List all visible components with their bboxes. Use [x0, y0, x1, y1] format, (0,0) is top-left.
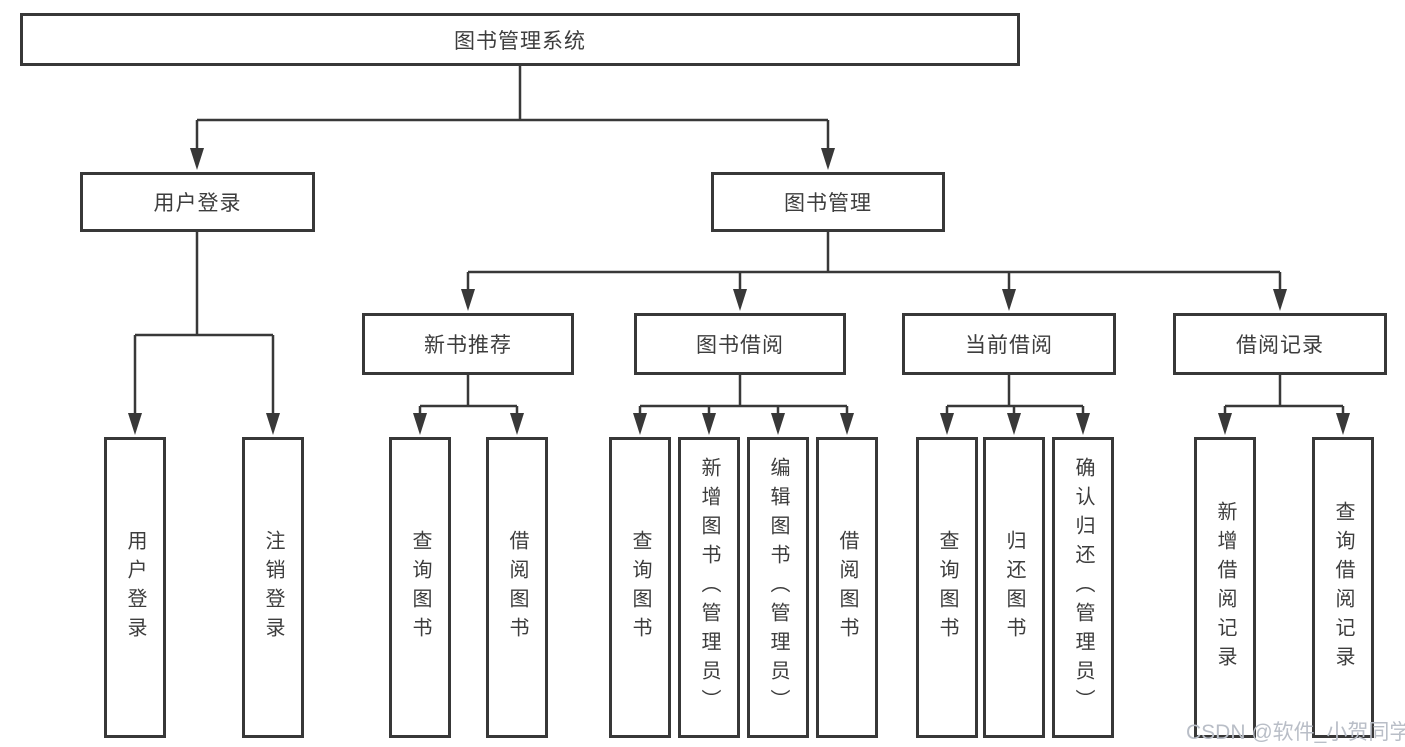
leaf-user-login: 用户登录: [104, 437, 166, 738]
node-book-borrow-label: 图书借阅: [696, 334, 784, 357]
leaf-query-borrow-record: 查询借阅记录: [1312, 437, 1374, 738]
leaf-borrow-books: 借阅图书: [816, 437, 878, 738]
connector-bookmgmt-to-level3: [461, 232, 1287, 311]
leaf-query-books-recommend: 查询图书: [389, 437, 451, 738]
node-new-book-recommend-label: 新书推荐: [424, 334, 512, 357]
leaf-add-borrow-record-label: 新增借阅记录: [1214, 500, 1236, 675]
connector-borrow-to-leaves: [633, 375, 854, 435]
leaf-logout-label: 注销登录: [262, 529, 284, 646]
leaf-confirm-return-admin-label: 确认归还（管理员）: [1072, 457, 1094, 718]
leaf-edit-books-admin-label: 编辑图书（管理员）: [767, 457, 789, 718]
node-book-management-label: 图书管理: [784, 192, 872, 215]
leaf-borrow-books-recommend: 借阅图书: [486, 437, 548, 738]
leaf-borrow-books-recommend-label: 借阅图书: [506, 529, 528, 646]
leaf-query-books-borrow-label: 查询图书: [629, 529, 651, 646]
node-book-management: 图书管理: [711, 172, 945, 232]
connector-root-to-level2: [190, 66, 835, 170]
leaf-add-books-admin: 新增图书（管理员）: [678, 437, 740, 738]
leaf-query-books-recommend-label: 查询图书: [409, 529, 431, 646]
node-new-book-recommend: 新书推荐: [362, 313, 574, 375]
leaf-add-borrow-record: 新增借阅记录: [1194, 437, 1256, 738]
node-root-label: 图书管理系统: [454, 29, 586, 53]
node-user-login: 用户登录: [80, 172, 315, 232]
leaf-edit-books-admin: 编辑图书（管理员）: [747, 437, 809, 738]
node-current-borrow-label: 当前借阅: [965, 334, 1053, 357]
leaf-logout: 注销登录: [242, 437, 304, 738]
watermark: CSDN @软件_小贺同学: [1186, 721, 1405, 744]
connector-records-to-leaves: [1218, 375, 1350, 435]
leaf-confirm-return-admin: 确认归还（管理员）: [1052, 437, 1114, 738]
leaf-query-books-borrow: 查询图书: [609, 437, 671, 738]
node-borrow-records: 借阅记录: [1173, 313, 1387, 375]
leaf-return-books-label: 归还图书: [1003, 529, 1025, 646]
node-user-login-label: 用户登录: [153, 192, 242, 215]
node-book-borrow: 图书借阅: [634, 313, 846, 375]
node-borrow-records-label: 借阅记录: [1236, 334, 1324, 357]
node-current-borrow: 当前借阅: [902, 313, 1116, 375]
node-root: 图书管理系统: [20, 13, 1020, 66]
leaf-query-borrow-record-label: 查询借阅记录: [1332, 500, 1354, 675]
leaf-user-login-label: 用户登录: [124, 529, 146, 646]
leaf-query-books-current-label: 查询图书: [936, 529, 958, 646]
leaf-query-books-current: 查询图书: [916, 437, 978, 738]
connector-newbooks-to-leaves: [413, 375, 524, 435]
leaf-borrow-books-label: 借阅图书: [836, 529, 858, 646]
connector-current-to-leaves: [940, 375, 1090, 435]
connector-userlogin-to-leaves: [128, 232, 280, 435]
leaf-add-books-admin-label: 新增图书（管理员）: [698, 457, 720, 718]
leaf-return-books: 归还图书: [983, 437, 1045, 738]
